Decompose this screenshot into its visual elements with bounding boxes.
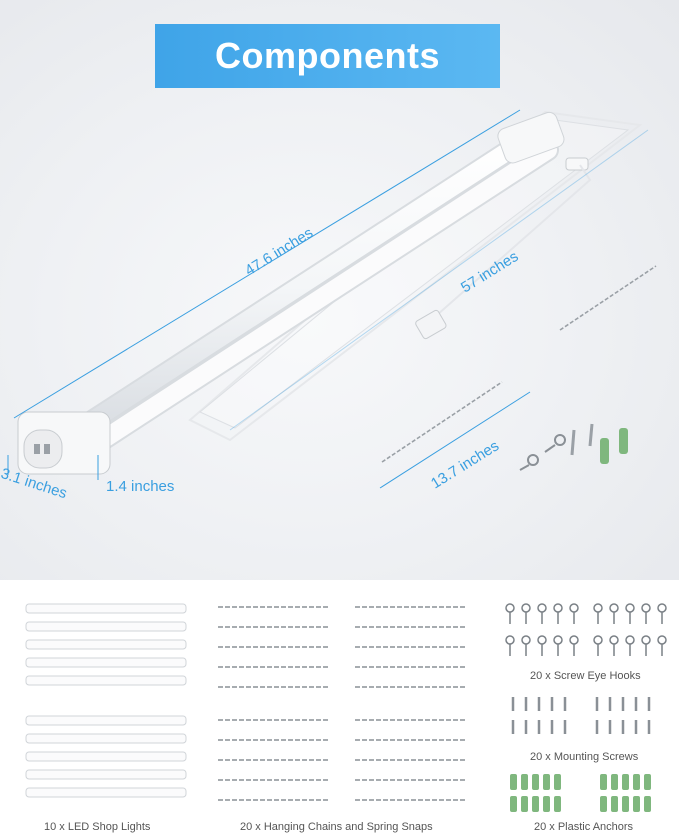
power-cord (415, 164, 592, 340)
chains-group (218, 606, 467, 801)
components-grid: 10 x LED Shop Lights 20 x Hanging Chains… (0, 580, 679, 835)
anchors-caption: 20 x Plastic Anchors (534, 821, 634, 833)
screws-caption: 20 x Mounting Screws (530, 751, 639, 763)
components-drawing (25, 603, 667, 812)
hooks-caption: 20 x Screw Eye Hooks (530, 670, 641, 682)
chains-caption: 20 x Hanging Chains and Spring Snaps (240, 821, 433, 833)
main-light (17, 111, 589, 475)
anchors-group (510, 774, 651, 812)
dimension-lines (7, 109, 649, 489)
hanging-chain-illustration (381, 265, 657, 463)
led-lights-group (25, 603, 187, 798)
page-title: Components (215, 35, 440, 76)
height-label: 1.4 inches (106, 478, 175, 495)
screws-group (511, 697, 651, 734)
hardware-illustration (519, 423, 628, 471)
eye-hooks-group (505, 603, 667, 656)
lights-caption: 10 x LED Shop Lights (44, 821, 151, 833)
shop-light-drawing (7, 109, 657, 489)
title-banner: Components (155, 24, 500, 88)
product-illustration: Components 47.6 inches 57 inches 13.7 in… (0, 0, 679, 580)
